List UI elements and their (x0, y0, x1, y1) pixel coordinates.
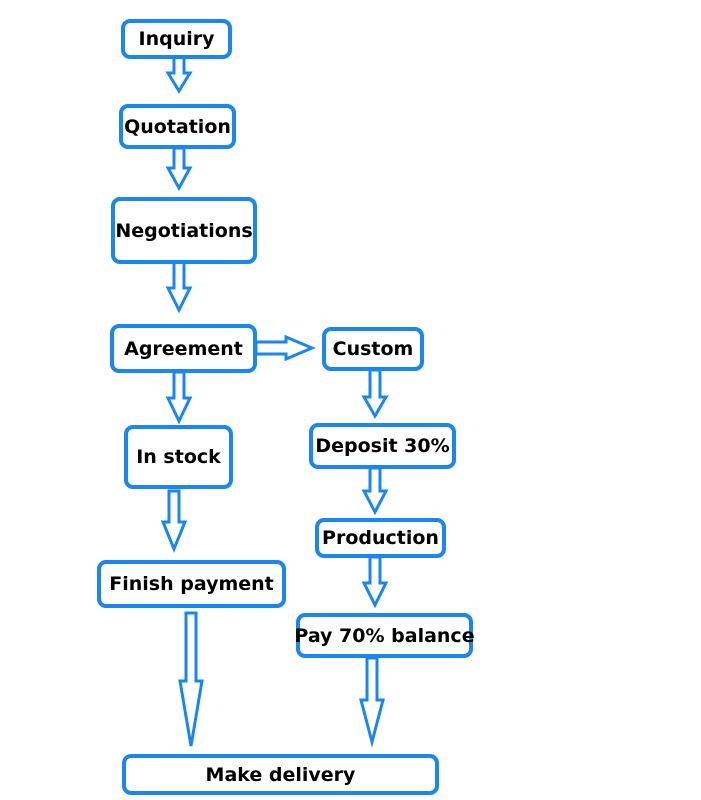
arrow-pay-balance-to-delivery (359, 656, 385, 748)
node-label: Custom (332, 338, 414, 360)
node-agreement: Agreement (110, 324, 257, 373)
node-finish-payment: Finish payment (97, 560, 286, 608)
node-label: Negotiations (115, 219, 253, 242)
node-quotation: Quotation (119, 104, 236, 149)
arrow-finish-payment-to-delivery (178, 611, 204, 747)
node-pay-balance: Pay 70% balance (294, 613, 475, 658)
node-inquiry: Inquiry (121, 19, 232, 59)
node-custom: Custom (322, 327, 424, 371)
node-label: Inquiry (138, 28, 215, 50)
node-label: Deposit 30% (315, 435, 450, 457)
arrow-in-stock-to-finish-payment (160, 489, 188, 553)
arrow-inquiry-to-quotation (165, 55, 193, 94)
arrow-quotation-to-negotiations (165, 146, 193, 192)
arrow-agreement-to-in-stock (165, 370, 193, 425)
arrow-production-to-pay-balance (361, 555, 389, 609)
node-label: Quotation (124, 115, 231, 138)
node-negotiations: Negotiations (111, 197, 257, 264)
node-label: In stock (136, 446, 221, 468)
node-label: Production (322, 527, 439, 549)
node-label: Finish payment (109, 573, 274, 595)
node-deposit: Deposit 30% (309, 423, 456, 469)
arrow-custom-to-deposit (361, 368, 389, 419)
node-production: Production (315, 518, 446, 558)
node-label: Pay 70% balance (294, 624, 475, 647)
node-label: Agreement (124, 337, 243, 360)
arrow-deposit-to-production (361, 466, 389, 516)
arrow-negotiations-to-agreement (165, 260, 193, 314)
node-label: Make delivery (205, 763, 356, 786)
node-make-delivery: Make delivery (122, 754, 439, 795)
node-in-stock: In stock (124, 425, 233, 489)
arrow-agreement-to-custom (254, 334, 316, 362)
